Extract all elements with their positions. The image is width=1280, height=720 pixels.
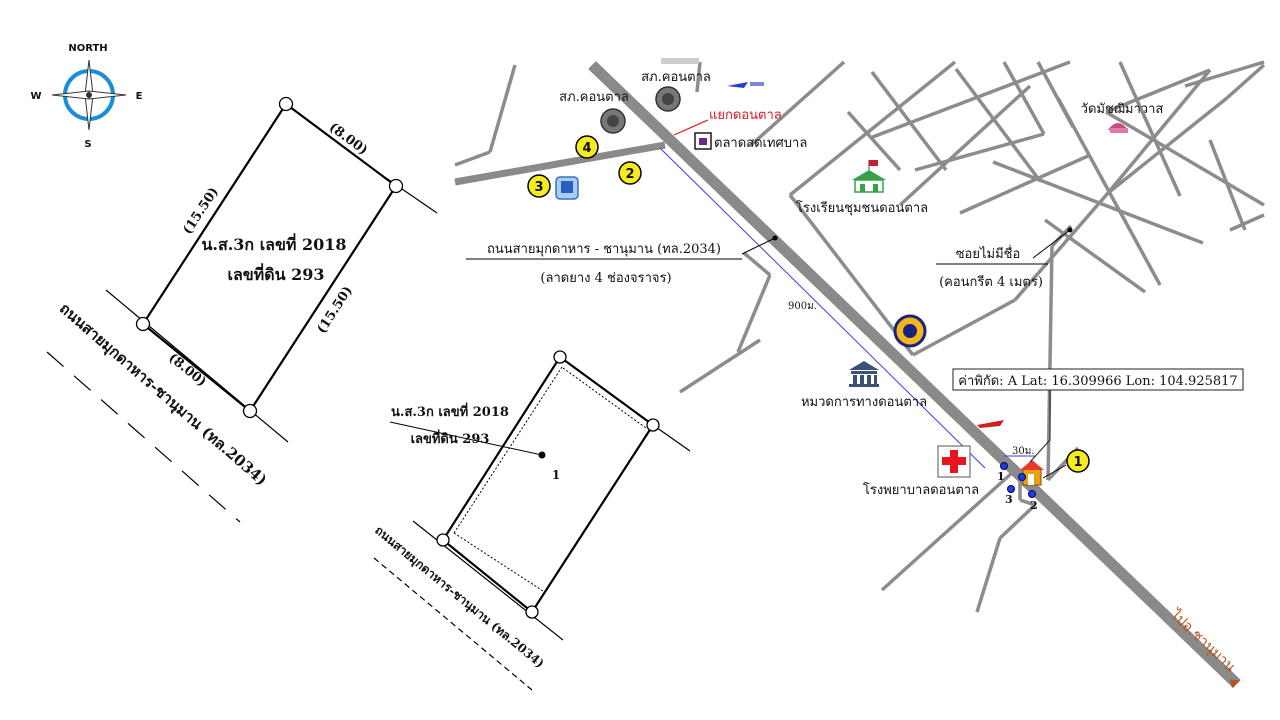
svg-text:2: 2 [625, 167, 634, 182]
front-boundary-line [105, 289, 289, 443]
inner-boundary-dotted [562, 367, 647, 429]
hospital-cross-icon [937, 445, 971, 478]
svg-text:4: 4 [582, 141, 591, 156]
plot-small-point-label: 1 [552, 468, 560, 482]
plot-corner-dots [1000, 462, 1036, 498]
rear-boundary-line [652, 424, 691, 452]
highway-2034 [454, 61, 1241, 688]
plot-corner-marker [436, 533, 450, 547]
police-station-icon [655, 86, 681, 112]
highway-label-leader [741, 237, 776, 255]
school-label: โรงเรียนชุมชนดอนตาล [796, 200, 928, 216]
building-icon [661, 58, 699, 64]
soi-surface-label: (คอนกรีต 4 เมตร) [939, 274, 1043, 290]
junction-label: แยกดอนตาล [709, 108, 782, 123]
coordinates-box: ค่าพิกัด: A Lat: 16.309966 Lon: 104.9258… [952, 368, 1244, 391]
compass-west-label: W [30, 91, 41, 102]
marker-4: 4 [575, 135, 599, 159]
plot-small-road-label: ถนนสายมุกดาหาร-ชานุมาน (ทล.2034) [372, 523, 547, 671]
marker-3: 3 [527, 174, 551, 198]
plot-corner-1-label: 1 [997, 470, 1005, 483]
marker-1: 1 [1066, 449, 1090, 473]
plot-corner-marker [646, 418, 660, 432]
direction-arrow-icon [1230, 680, 1240, 688]
soi-name-label: ซอยไม่มีชื่อ [956, 245, 1021, 262]
marker-2: 2 [618, 161, 642, 185]
compass-north-label: NORTH [68, 43, 107, 54]
plot-corner-marker [135, 316, 151, 332]
inner-boundary-dotted [453, 366, 563, 534]
plot-diagram-large [46, 96, 438, 523]
coordinates-label: ค่าพิกัด: A Lat: 16.309966 Lon: 104.9258… [958, 374, 1237, 389]
plot-large-dim-right: (15.50) [314, 284, 355, 337]
highway-label-dot [772, 235, 778, 241]
plot-point-marker [538, 451, 546, 459]
government-building-icon [849, 361, 879, 387]
plot-small-land-label: เลขที่ดิน 293 [411, 429, 490, 447]
plot-corner-marker [278, 96, 294, 112]
plot-corner-2-label: 2 [1030, 499, 1038, 512]
compass-east-label: E [136, 91, 143, 102]
plot-large-road-label: ถนนสายมุกดาหาร-ชานุมาน (ทล.2034) [55, 299, 270, 490]
svg-text:3: 3 [534, 180, 543, 195]
plot-corner-marker [553, 350, 567, 364]
compass-rose-icon [51, 59, 127, 131]
plot-corner-marker [242, 403, 258, 419]
plot-corner-marker [525, 605, 539, 619]
plot-large-deed-label: น.ส.3ก เลขที่ 2018 [201, 233, 346, 254]
soi-label-leader [1032, 229, 1071, 259]
soi-label-dot [1067, 227, 1073, 233]
label-leader-line [389, 421, 543, 456]
junction-pointer-line [673, 119, 709, 136]
police-station-label: สภ.คอนตาล [641, 70, 711, 85]
distance-guide-900 [659, 147, 986, 469]
house-target-icon [1020, 460, 1044, 486]
marker-1-leader [1042, 464, 1067, 479]
coordinates-leader [1029, 439, 1051, 463]
plot-boundary [441, 355, 655, 614]
plot-corner-3-label: 3 [1005, 493, 1013, 506]
police-station-icon [600, 108, 626, 134]
signpost-icon [727, 82, 764, 88]
road-network [454, 60, 1266, 613]
market-label: ตลาดสดเทศบาล [714, 136, 807, 151]
compass-south-label: S [84, 139, 91, 150]
distance-30-label: 30ม. [1012, 446, 1035, 457]
highway-surface-label: (ลาดยาง 4 ช่องจราจร) [540, 271, 671, 286]
district-office-label: หมวดการทางดอนตาล [801, 395, 927, 410]
school-icon [852, 160, 886, 193]
police-station-label: สภ.คอนตาล [559, 90, 629, 105]
government-seal-icon [893, 314, 927, 348]
distance-900-label: 900ม. [788, 301, 817, 312]
highway-name-label: ถนนสายมุกดาหาร - ชานุมาน (ทล.2034) [487, 242, 721, 257]
hospital-label: โรงพยาบาลดอนตาล [863, 482, 979, 498]
bank-icon [555, 176, 579, 200]
direction-label: ไปอ.ชานุมาน [1167, 606, 1239, 676]
plot-corner-marker [388, 178, 404, 194]
road-edge-dashed [46, 351, 241, 523]
temple-label: วัดมัชฌิมาวาส [1081, 102, 1164, 117]
road-edge-dashed [373, 557, 533, 691]
svg-text:1: 1 [1073, 455, 1082, 470]
market-icon [694, 132, 712, 150]
plot-diagram-small [373, 350, 691, 691]
inner-boundary-dotted [453, 532, 544, 592]
plot-small-deed-label: น.ส.3ก เลขที่ 2018 [391, 402, 509, 420]
gas-station-sign-icon [977, 420, 1004, 428]
plot-large-land-label: เลขที่ดิน 293 [227, 263, 324, 284]
temple-icon [1108, 123, 1128, 133]
